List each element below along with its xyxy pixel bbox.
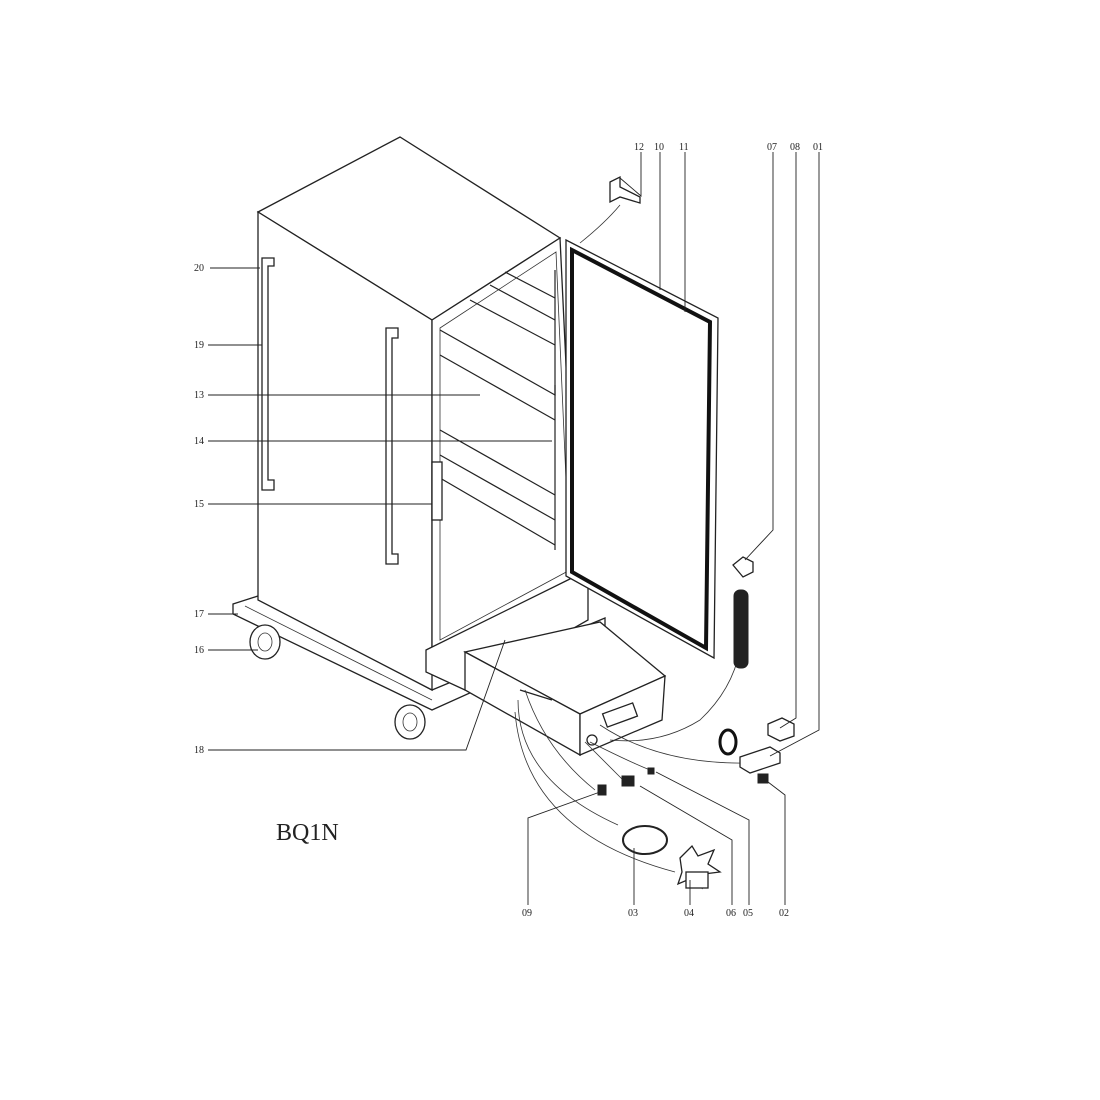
callout-08: 08 [790, 142, 800, 153]
callout-13: 13 [194, 390, 204, 401]
tray-rails [439, 270, 556, 550]
callout-12: 12 [634, 142, 644, 153]
heater-drawer [463, 621, 667, 757]
handles [261, 257, 443, 565]
callout-07: 07 [767, 142, 777, 153]
callout-02: 02 [779, 908, 789, 919]
callout-14: 14 [194, 436, 204, 447]
hinge [579, 175, 641, 244]
model-title: BQ1N [276, 820, 339, 846]
callout-labels: 12 10 11 07 08 01 20 19 13 14 15 17 16 1… [194, 142, 823, 919]
callout-10: 10 [654, 142, 664, 153]
callout-09: 09 [522, 908, 532, 919]
callout-01: 01 [813, 142, 823, 153]
callout-18: 18 [194, 745, 204, 756]
callout-04: 04 [684, 908, 694, 919]
callout-03: 03 [628, 908, 638, 919]
callout-05: 05 [743, 908, 753, 919]
leader-lines [208, 152, 820, 905]
caster-wheels [249, 624, 426, 740]
callout-11: 11 [679, 142, 689, 153]
callout-17: 17 [194, 609, 204, 620]
door [565, 238, 719, 660]
callout-20: 20 [194, 263, 204, 274]
cabinet-body [256, 136, 589, 692]
callout-16: 16 [194, 645, 204, 656]
callout-06: 06 [726, 908, 736, 919]
callout-15: 15 [194, 499, 204, 510]
callout-19: 19 [194, 340, 204, 351]
